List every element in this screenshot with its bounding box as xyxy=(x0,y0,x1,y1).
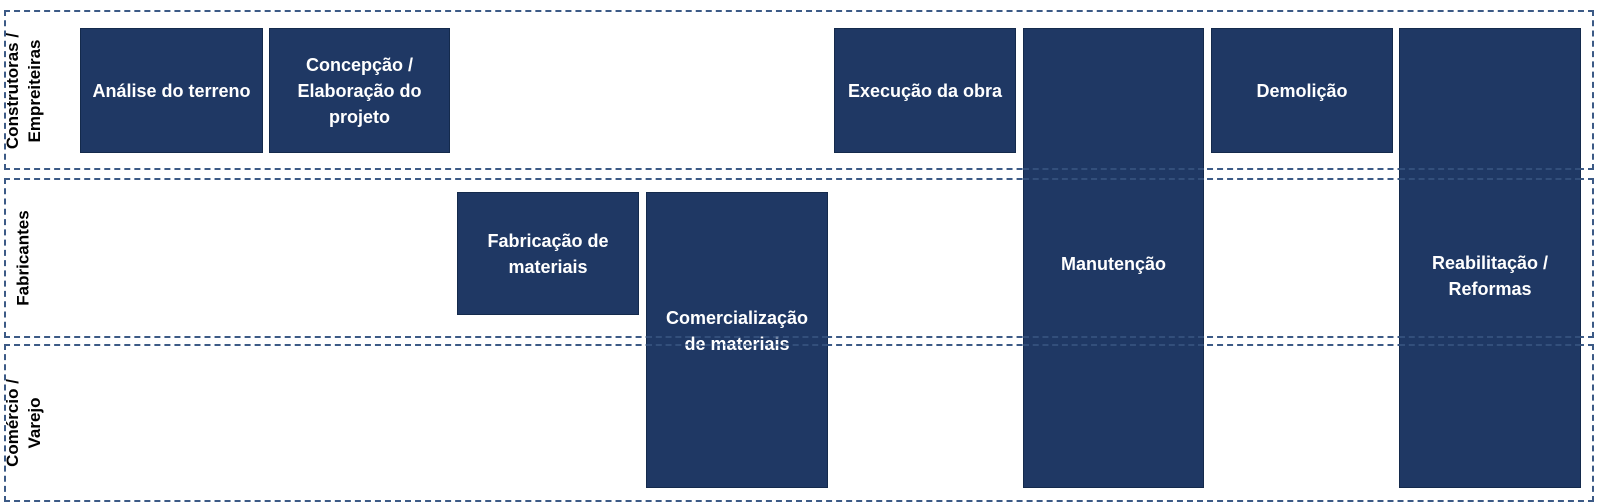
lane-divider-overlay xyxy=(1399,178,1581,180)
lane-label-comercio: Comércio / Varejo xyxy=(0,346,48,500)
lane-divider-overlay xyxy=(1399,168,1581,170)
stage-comercializacao-materiais: Comercialização de materiais xyxy=(646,192,828,488)
stage-analise-do-terreno: Análise do terreno xyxy=(80,28,263,153)
lane-label-construtoras: Construtoras / Empreiteiras xyxy=(0,12,48,170)
stage-reabilitacao-reformas: Reabilitação / Reformas xyxy=(1399,28,1581,488)
lane-divider-overlay xyxy=(1023,336,1204,338)
stage-label: Execução da obra xyxy=(847,80,1003,101)
stage-label: Análise do terreno xyxy=(92,80,251,101)
lane-divider-overlay xyxy=(1399,336,1581,338)
lane-label-text: Comércio / Varejo xyxy=(3,379,45,467)
stage-label: Fabricação de materiais xyxy=(487,230,609,277)
lane-divider-overlay xyxy=(1023,178,1204,180)
lane-divider-overlay xyxy=(646,344,828,346)
stage-execucao-obra: Execução da obra xyxy=(834,28,1016,153)
stage-label: Manutenção xyxy=(1060,254,1166,274)
lane-construtoras xyxy=(4,10,1594,170)
lane-divider-overlay xyxy=(646,336,828,338)
lane-label-text: Construtoras / Empreiteiras xyxy=(3,32,44,150)
lane-label-text: Fabricantes xyxy=(14,210,33,306)
stage-concepcao-projeto: Concepção / Elaboração do projeto xyxy=(269,28,450,153)
lane-divider-overlay xyxy=(1023,344,1204,346)
lane-label-fabricantes: Fabricantes xyxy=(0,180,48,336)
lane-divider-overlay xyxy=(1023,168,1204,170)
stage-label: Reabilitação / Reformas xyxy=(1431,253,1549,299)
stage-fabricacao-materiais: Fabricação de materiais xyxy=(457,192,639,315)
lane-divider-overlay xyxy=(1399,344,1581,346)
stage-manutencao: Manutenção xyxy=(1023,28,1204,488)
stage-label: Demolição xyxy=(1256,80,1348,101)
stage-demolicao: Demolição xyxy=(1211,28,1393,153)
stage-label: Concepção / Elaboração do projeto xyxy=(297,54,422,127)
stage-label: Comercialização de materiais xyxy=(665,308,809,354)
